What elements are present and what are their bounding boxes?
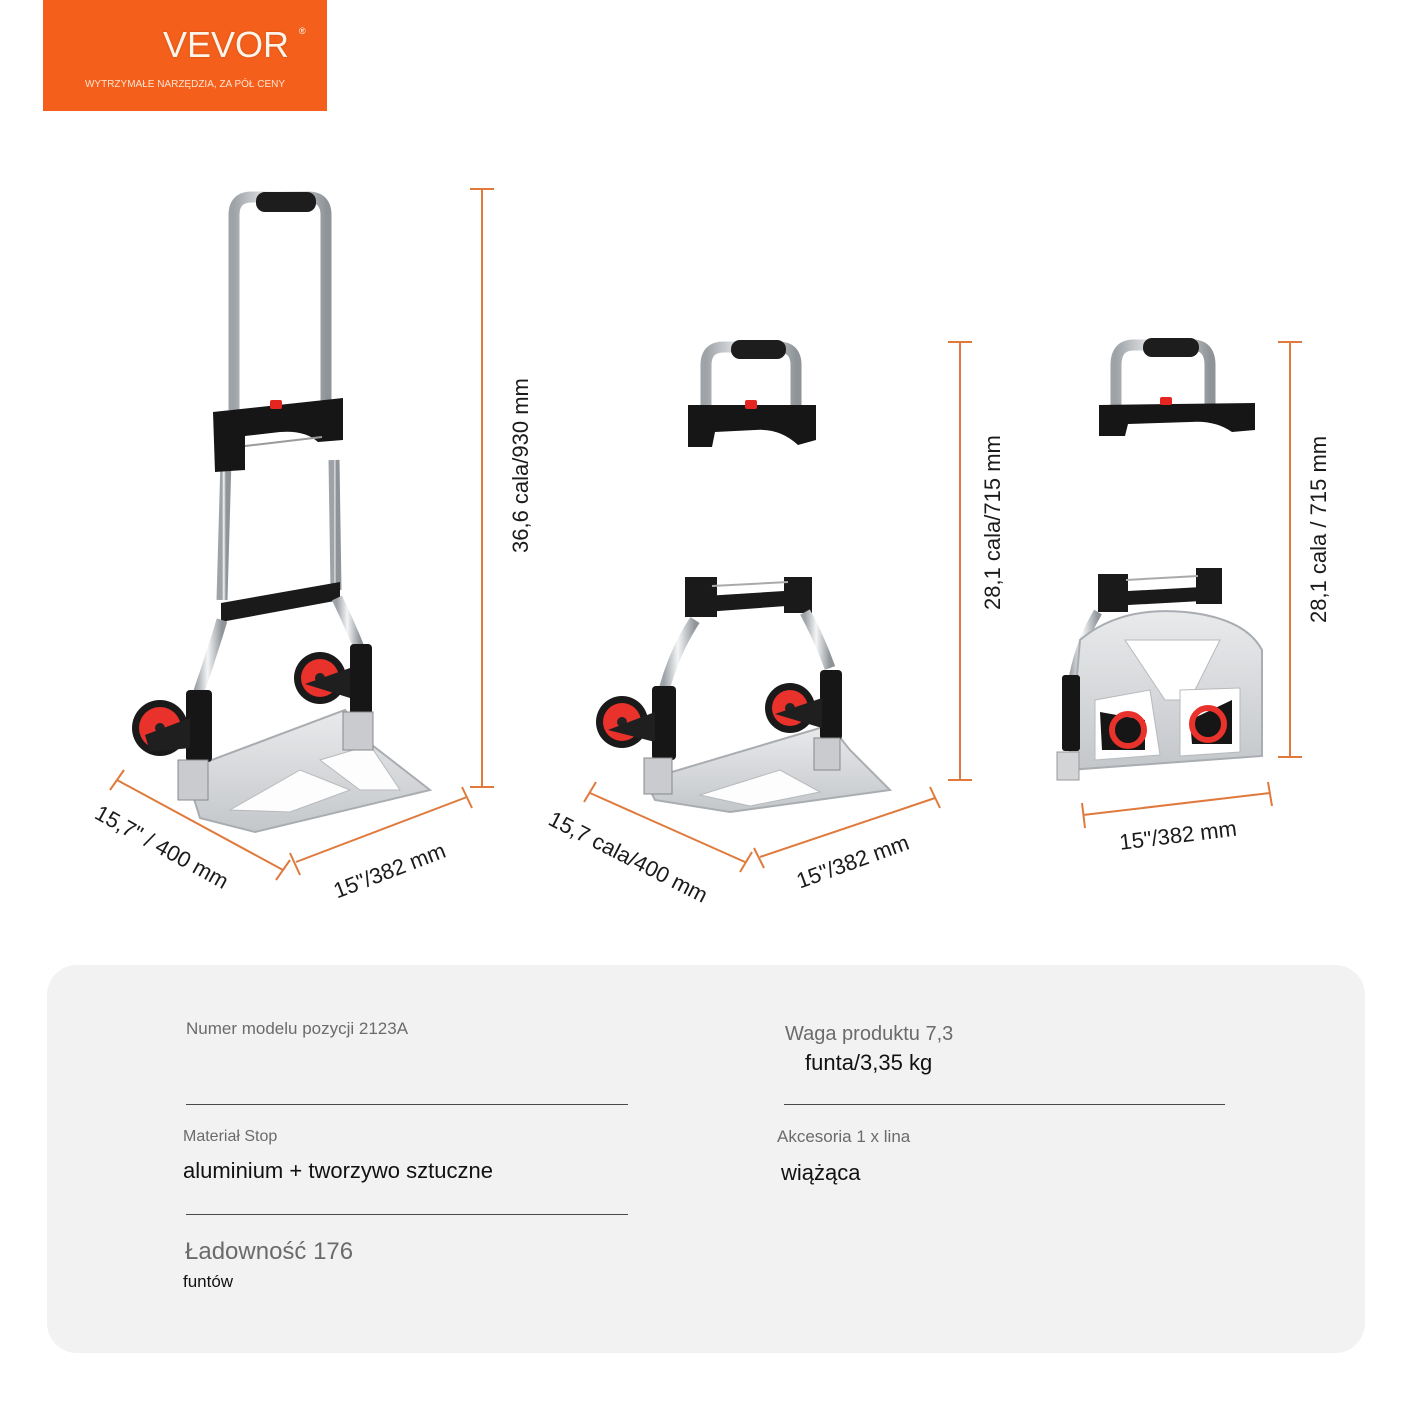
spec-weight: Waga produktu 7,3 funta/3,35 kg: [785, 1023, 953, 1076]
spec-material-value: aluminium + tworzywo sztuczne: [183, 1158, 493, 1183]
spec-model-label: Numer modelu pozycji 2123A: [186, 1019, 409, 1038]
cart-extended: [132, 191, 433, 834]
cart-extended-height-label: 36,6 cala/930 mm: [508, 378, 533, 553]
spec-accessories: Akcesoria 1 x lina wiążąca: [777, 1127, 910, 1186]
specifications-panel: Numer modelu pozycji 2123A Waga produktu…: [47, 965, 1365, 1353]
cart-retracted-dimension-lines: [583, 341, 972, 873]
brand-logo: VEVOR ® WYTRZYMAŁE NARZĘDZIA, ZA PÓŁ CEN…: [43, 0, 327, 111]
divider: [186, 1214, 628, 1215]
cart-folded: [1056, 338, 1263, 781]
handle-grip: [256, 192, 316, 212]
spec-model: Numer modelu pozycji 2123A: [186, 1019, 408, 1039]
cart-retracted: [596, 340, 893, 814]
spec-accessories-value: wiążąca: [781, 1160, 861, 1185]
spec-capacity-label: Ładowność 176: [185, 1238, 354, 1265]
cart-folded-dimension-lines: [1081, 341, 1302, 829]
spec-material: Materiał Stop aluminium + tworzywo sztuc…: [183, 1128, 493, 1184]
brand-name: VEVOR: [163, 24, 290, 65]
cart-folded-height-label: 28,1 cala / 715 mm: [1306, 435, 1331, 623]
spec-weight-label: Waga produktu 7,3: [785, 1023, 954, 1045]
product-dimension-illustration: [109, 188, 1302, 881]
brand-tagline: WYTRZYMAŁE NARZĘDZIA, ZA PÓŁ CENY: [84, 79, 286, 90]
spec-accessories-label: Akcesoria 1 x lina: [777, 1127, 911, 1146]
registered-mark: ®: [299, 26, 306, 36]
spec-weight-value: funta/3,35 kg: [805, 1050, 933, 1075]
divider: [186, 1104, 628, 1105]
spec-material-label: Materiał Stop: [183, 1128, 278, 1145]
spec-capacity: Ładowność 176 funtów: [183, 1238, 354, 1292]
cart-extended-dimension-lines: [109, 188, 494, 881]
divider: [784, 1104, 1225, 1105]
spec-capacity-value: funtów: [183, 1272, 234, 1291]
cart-retracted-height-label: 28,1 cala/715 mm: [980, 435, 1005, 610]
